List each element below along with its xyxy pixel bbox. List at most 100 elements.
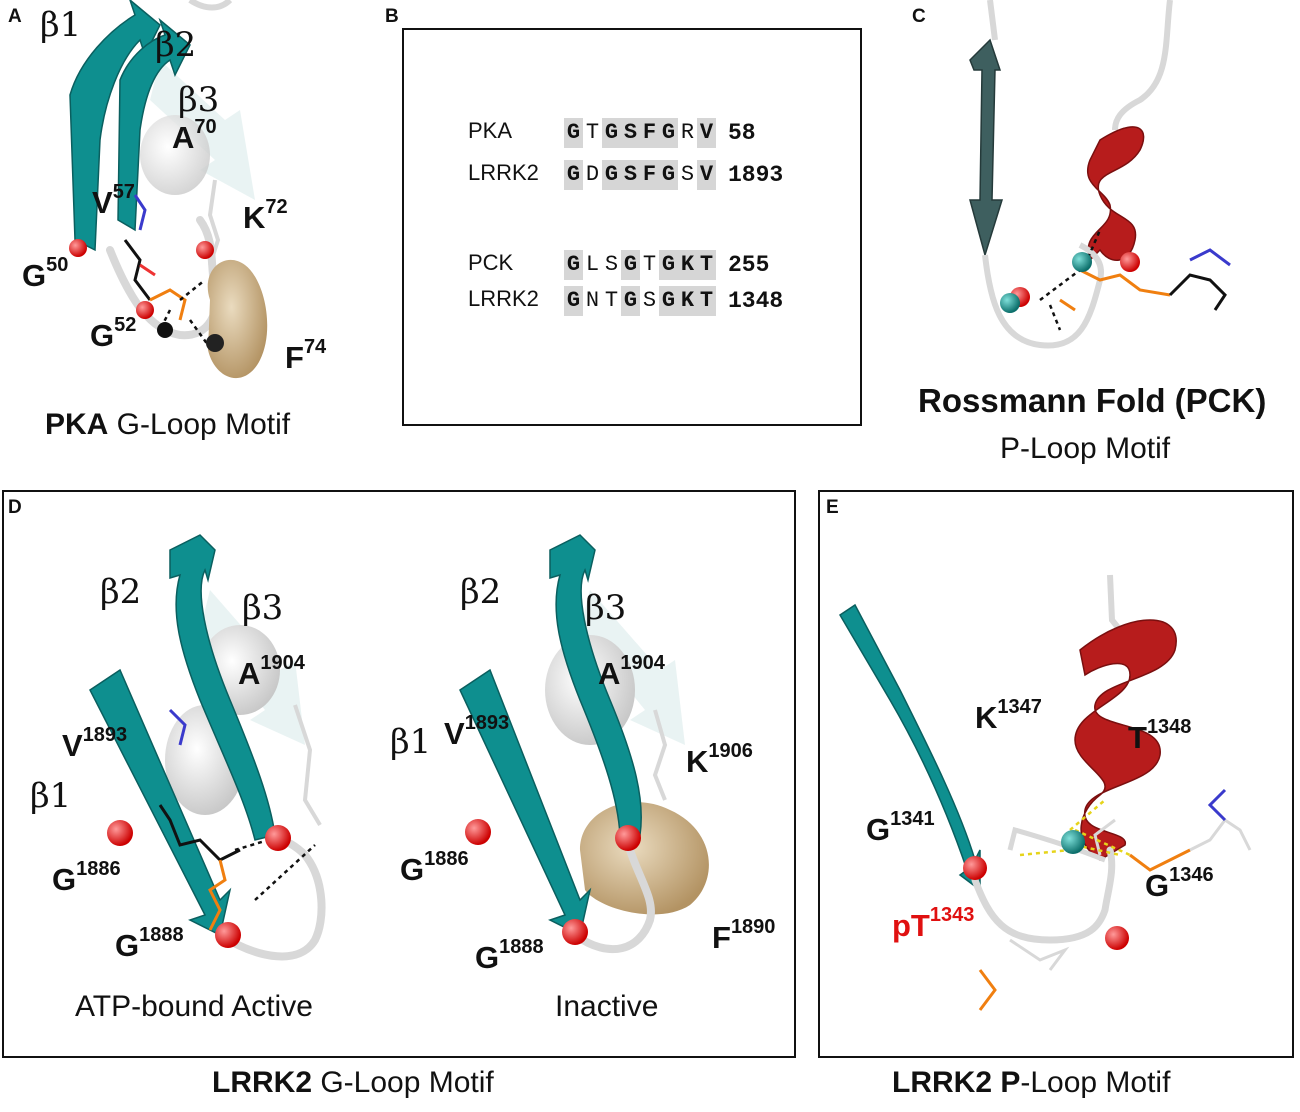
alignment-residue: T <box>642 252 657 277</box>
ala-surface <box>140 115 210 195</box>
panel-a-beta2: β2 <box>155 25 197 65</box>
helix <box>1074 619 1177 861</box>
alignment-row-name: LRRK2 <box>468 160 539 185</box>
alignment-residue: K <box>678 286 697 316</box>
panel-e-letter: E <box>826 497 839 518</box>
alignment-residue: F <box>640 118 659 148</box>
magnesium-atom <box>1061 830 1085 854</box>
alignment-residue: V <box>697 160 716 190</box>
panel-d-right-res-k1906: K1906 <box>686 740 753 779</box>
panel-d-right-beta2: β2 <box>460 572 502 612</box>
panel-d-left-res-g1888: G1888 <box>115 924 184 963</box>
panel-c-caption-sub: P-Loop Motif <box>1000 432 1171 465</box>
helix <box>1087 126 1145 262</box>
alignment-residue: G <box>621 286 640 316</box>
panel-d-left-beta3: β3 <box>242 588 284 628</box>
panel-e-structure <box>838 574 1252 1011</box>
oxygen-atom <box>215 922 241 948</box>
beta2-strand <box>117 17 191 232</box>
panel-a-res-f74: F74 <box>285 336 327 375</box>
panel-a-letter: A <box>8 6 22 27</box>
alignment-row-number: 1893 <box>728 162 784 188</box>
panel-a-beta3: β3 <box>178 80 220 120</box>
alignment-residue: G <box>659 160 678 190</box>
panel-d-right-beta3: β3 <box>585 588 627 628</box>
oxygen-atom <box>136 301 154 319</box>
alignment-residue: G <box>564 286 583 316</box>
oxygen-atom <box>465 819 491 845</box>
panel-a-caption: PKA G-Loop Motif <box>45 408 291 441</box>
panel-e-res-t1348: T1348 <box>1128 716 1192 755</box>
oxygen-atom <box>69 239 87 257</box>
panel-a-beta1: β1 <box>40 5 82 45</box>
alignment-row-number: 1348 <box>728 288 784 314</box>
panel-d-left-res-v1893: V1893 <box>62 724 128 763</box>
panel-d-left-beta1: β1 <box>30 776 72 816</box>
phe-surface <box>207 259 268 379</box>
panel-d-caption: LRRK2 G-Loop Motif <box>212 1066 494 1099</box>
alignment-residue: F <box>640 160 659 190</box>
alignment-residue: K <box>678 250 697 280</box>
alignment-residue: G <box>602 160 621 190</box>
panel-d-left-res-g1886: G1886 <box>52 858 121 897</box>
alignment-residue: D <box>585 162 600 187</box>
beta1-strand <box>89 668 232 937</box>
alignment-residue: T <box>585 120 600 145</box>
alignment-residue: G <box>564 118 583 148</box>
phe-surface <box>580 802 709 915</box>
alignment-residue: T <box>697 250 716 280</box>
magnesium-atom <box>1000 293 1020 313</box>
panel-d-right-res-v1893: V1893 <box>444 712 510 751</box>
alignment-residue: G <box>564 250 583 280</box>
panel-d-left-res-a1904: A1904 <box>238 652 305 691</box>
panel-c-letter: C <box>912 6 926 27</box>
panel-d-active-structure <box>89 534 326 961</box>
alignment-residue: S <box>642 288 657 313</box>
alignment-residue: T <box>604 288 619 313</box>
panel-a-res-g50: G50 <box>22 254 69 293</box>
panel-a-res-v57: V57 <box>92 181 135 220</box>
beta-strand <box>969 38 1004 258</box>
alignment-row-name: PCK <box>468 250 514 275</box>
alignment-residue: S <box>621 160 640 190</box>
panel-c-structure <box>969 0 1231 349</box>
panel-d-right-caption: Inactive <box>555 990 659 1023</box>
oxygen-atom <box>1120 252 1140 272</box>
panel-c-caption-title: Rossmann Fold (PCK) <box>918 382 1267 419</box>
beta3-strand <box>150 60 255 200</box>
panel-d-right-res-f1890: F1890 <box>712 916 776 955</box>
alignment-residue: G <box>659 118 678 148</box>
alignment-residue: N <box>585 288 600 313</box>
panel-d-right-res-g1888: G1888 <box>475 936 544 975</box>
alignment-residue: G <box>621 250 640 280</box>
panel-e-caption: LRRK2 P-Loop Motif <box>892 1066 1171 1099</box>
panel-e-box <box>818 490 1294 1058</box>
alignment-residue: G <box>659 286 678 316</box>
alignment-row-name: LRRK2 <box>468 286 539 311</box>
oxygen-atom <box>615 825 641 851</box>
alignment-residue: S <box>680 162 695 187</box>
oxygen-atom <box>107 820 133 846</box>
panel-a-structure <box>69 0 268 379</box>
panel-d-left-caption: ATP-bound Active <box>75 990 313 1023</box>
alignment-residue: R <box>680 120 695 145</box>
panel-d-right-res-a1904: A1904 <box>598 652 665 691</box>
atp-sticks <box>123 194 187 321</box>
panel-e-res-g1346: G1346 <box>1145 864 1214 903</box>
panel-b-letter: B <box>385 6 399 27</box>
alignment-residue: S <box>621 118 640 148</box>
alignment-residue: T <box>697 286 716 316</box>
panel-e-res-k1347: K1347 <box>975 696 1042 735</box>
alignment-row-name: PKA <box>468 118 513 143</box>
alignment-residue: G <box>564 160 583 190</box>
panel-e-res-g1341: G1341 <box>866 808 935 847</box>
alignment-residue: V <box>697 118 716 148</box>
